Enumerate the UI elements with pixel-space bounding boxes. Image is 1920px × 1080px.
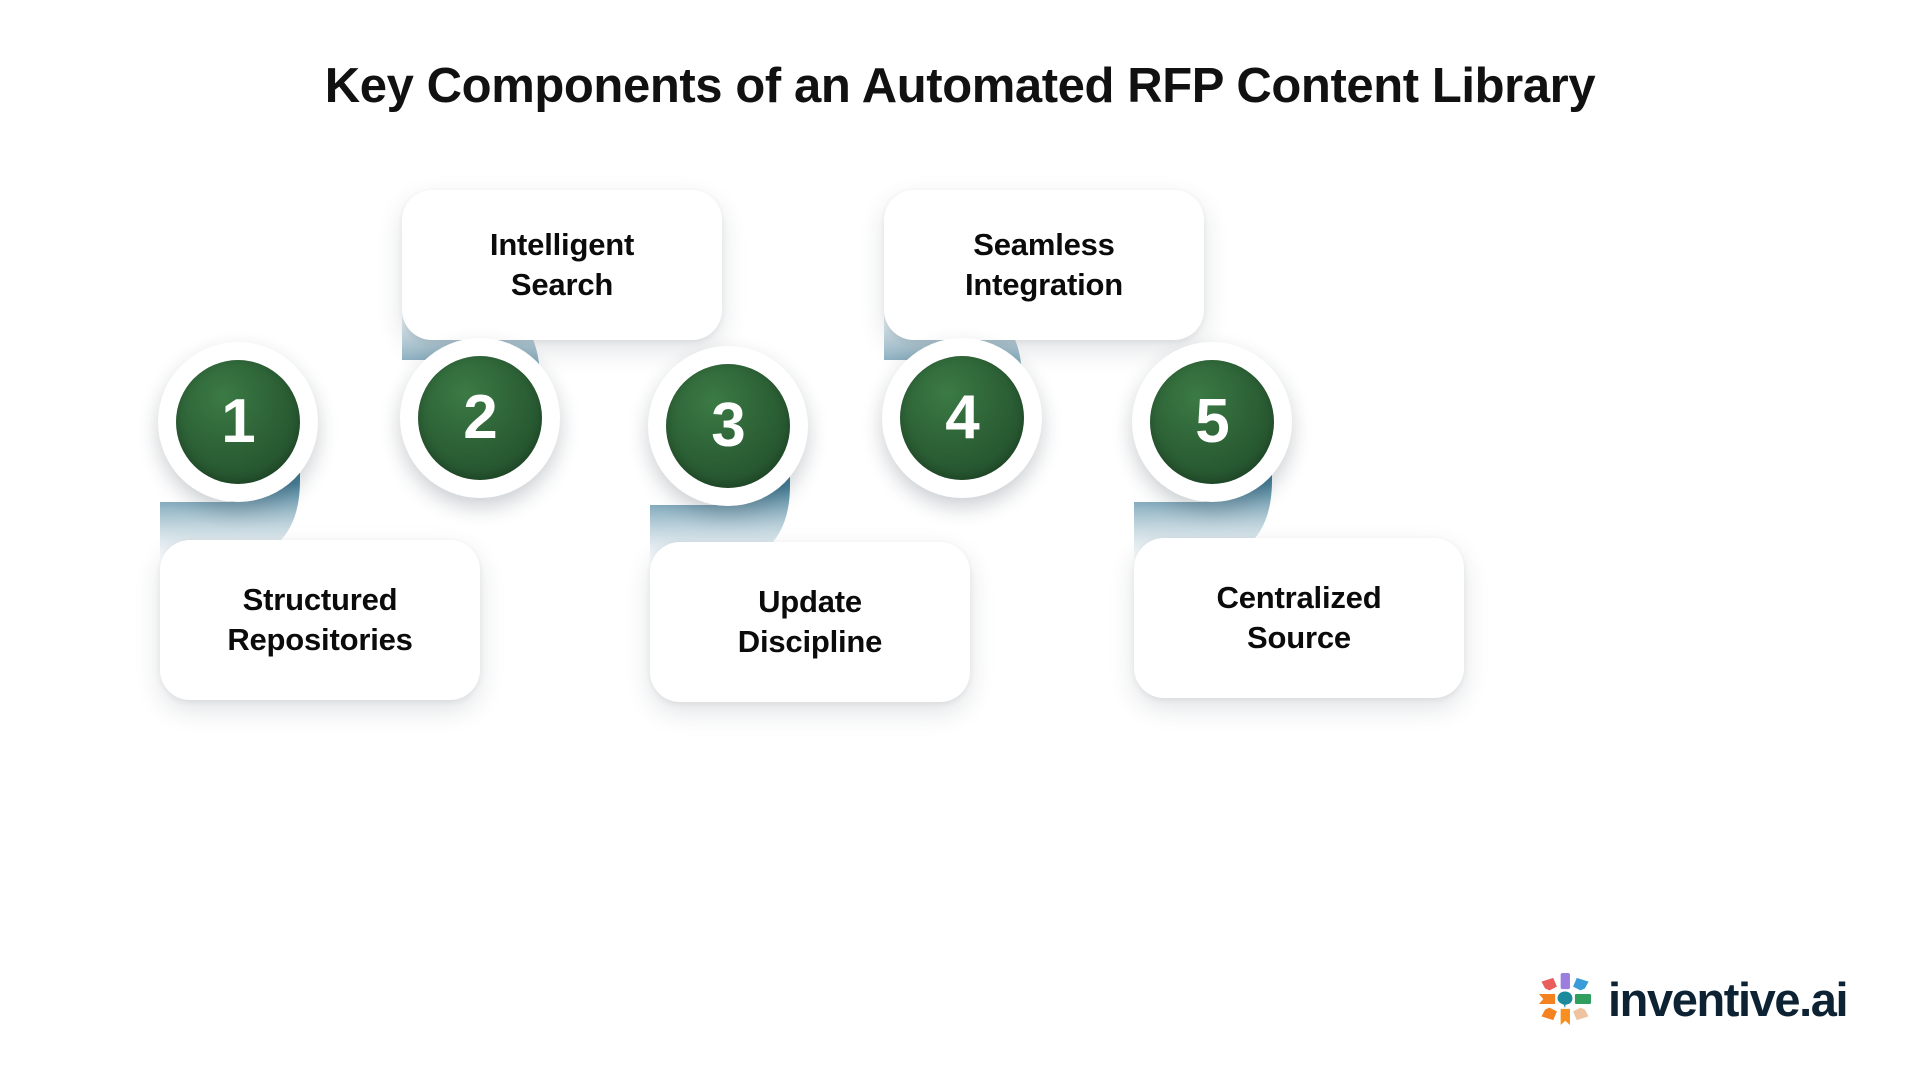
step-badge-4[interactable]: 4 (882, 338, 1042, 498)
step-diagram: Intelligent Search Seamless Integration … (0, 150, 1920, 910)
step-badge-3[interactable]: 3 (648, 346, 808, 506)
step-card-4-label: Seamless Integration (947, 225, 1141, 306)
step-badge-4-number: 4 (945, 383, 979, 452)
step-badge-5-circle: 5 (1150, 360, 1274, 484)
page-title: Key Components of an Automated RFP Conte… (324, 59, 1596, 113)
step-card-4[interactable]: Seamless Integration (884, 190, 1204, 340)
step-badge-2[interactable]: 2 (400, 338, 560, 498)
step-3-label-line2: Discipline (737, 624, 883, 659)
step-card-3-label: Update Discipline (720, 582, 900, 663)
brand-logo-text: inventive.ai (1608, 972, 1849, 1026)
step-badge-2-circle: 2 (418, 356, 542, 480)
step-2-label-line2: Search (510, 267, 614, 302)
step-2-label-line1: Intelligent (489, 226, 635, 262)
step-badge-3-number: 3 (711, 391, 745, 460)
step-badge-5-number: 5 (1195, 387, 1229, 456)
step-badge-3-circle: 3 (666, 364, 790, 488)
step-3-label-line1: Update (758, 583, 862, 619)
inventive-pinwheel-icon (1538, 972, 1592, 1026)
step-card-5-label: Centralized Source (1199, 578, 1400, 659)
step-card-3[interactable]: Update Discipline (650, 542, 970, 702)
step-badge-1-circle: 1 (176, 360, 300, 484)
step-card-2[interactable]: Intelligent Search (402, 190, 722, 340)
step-5-label-line1: Centralized (1216, 579, 1382, 615)
step-card-1[interactable]: Structured Repositories (160, 540, 480, 700)
step-4-label-line2: Integration (965, 267, 1123, 302)
step-badge-1-number: 1 (221, 387, 255, 456)
step-badge-5[interactable]: 5 (1132, 342, 1292, 502)
step-5-label-line2: Source (1247, 620, 1351, 655)
step-1-label-line1: Structured (242, 581, 398, 617)
step-4-label-line1: Seamless (973, 226, 1115, 262)
step-card-2-label: Intelligent Search (472, 225, 652, 306)
step-card-1-label: Structured Repositories (209, 580, 430, 661)
step-badge-2-number: 2 (463, 383, 497, 452)
step-badge-4-circle: 4 (900, 356, 1024, 480)
step-card-5[interactable]: Centralized Source (1134, 538, 1464, 698)
brand-logo: inventive.ai (1534, 968, 1849, 1030)
step-badge-1[interactable]: 1 (158, 342, 318, 502)
step-1-label-line2: Repositories (227, 622, 413, 657)
